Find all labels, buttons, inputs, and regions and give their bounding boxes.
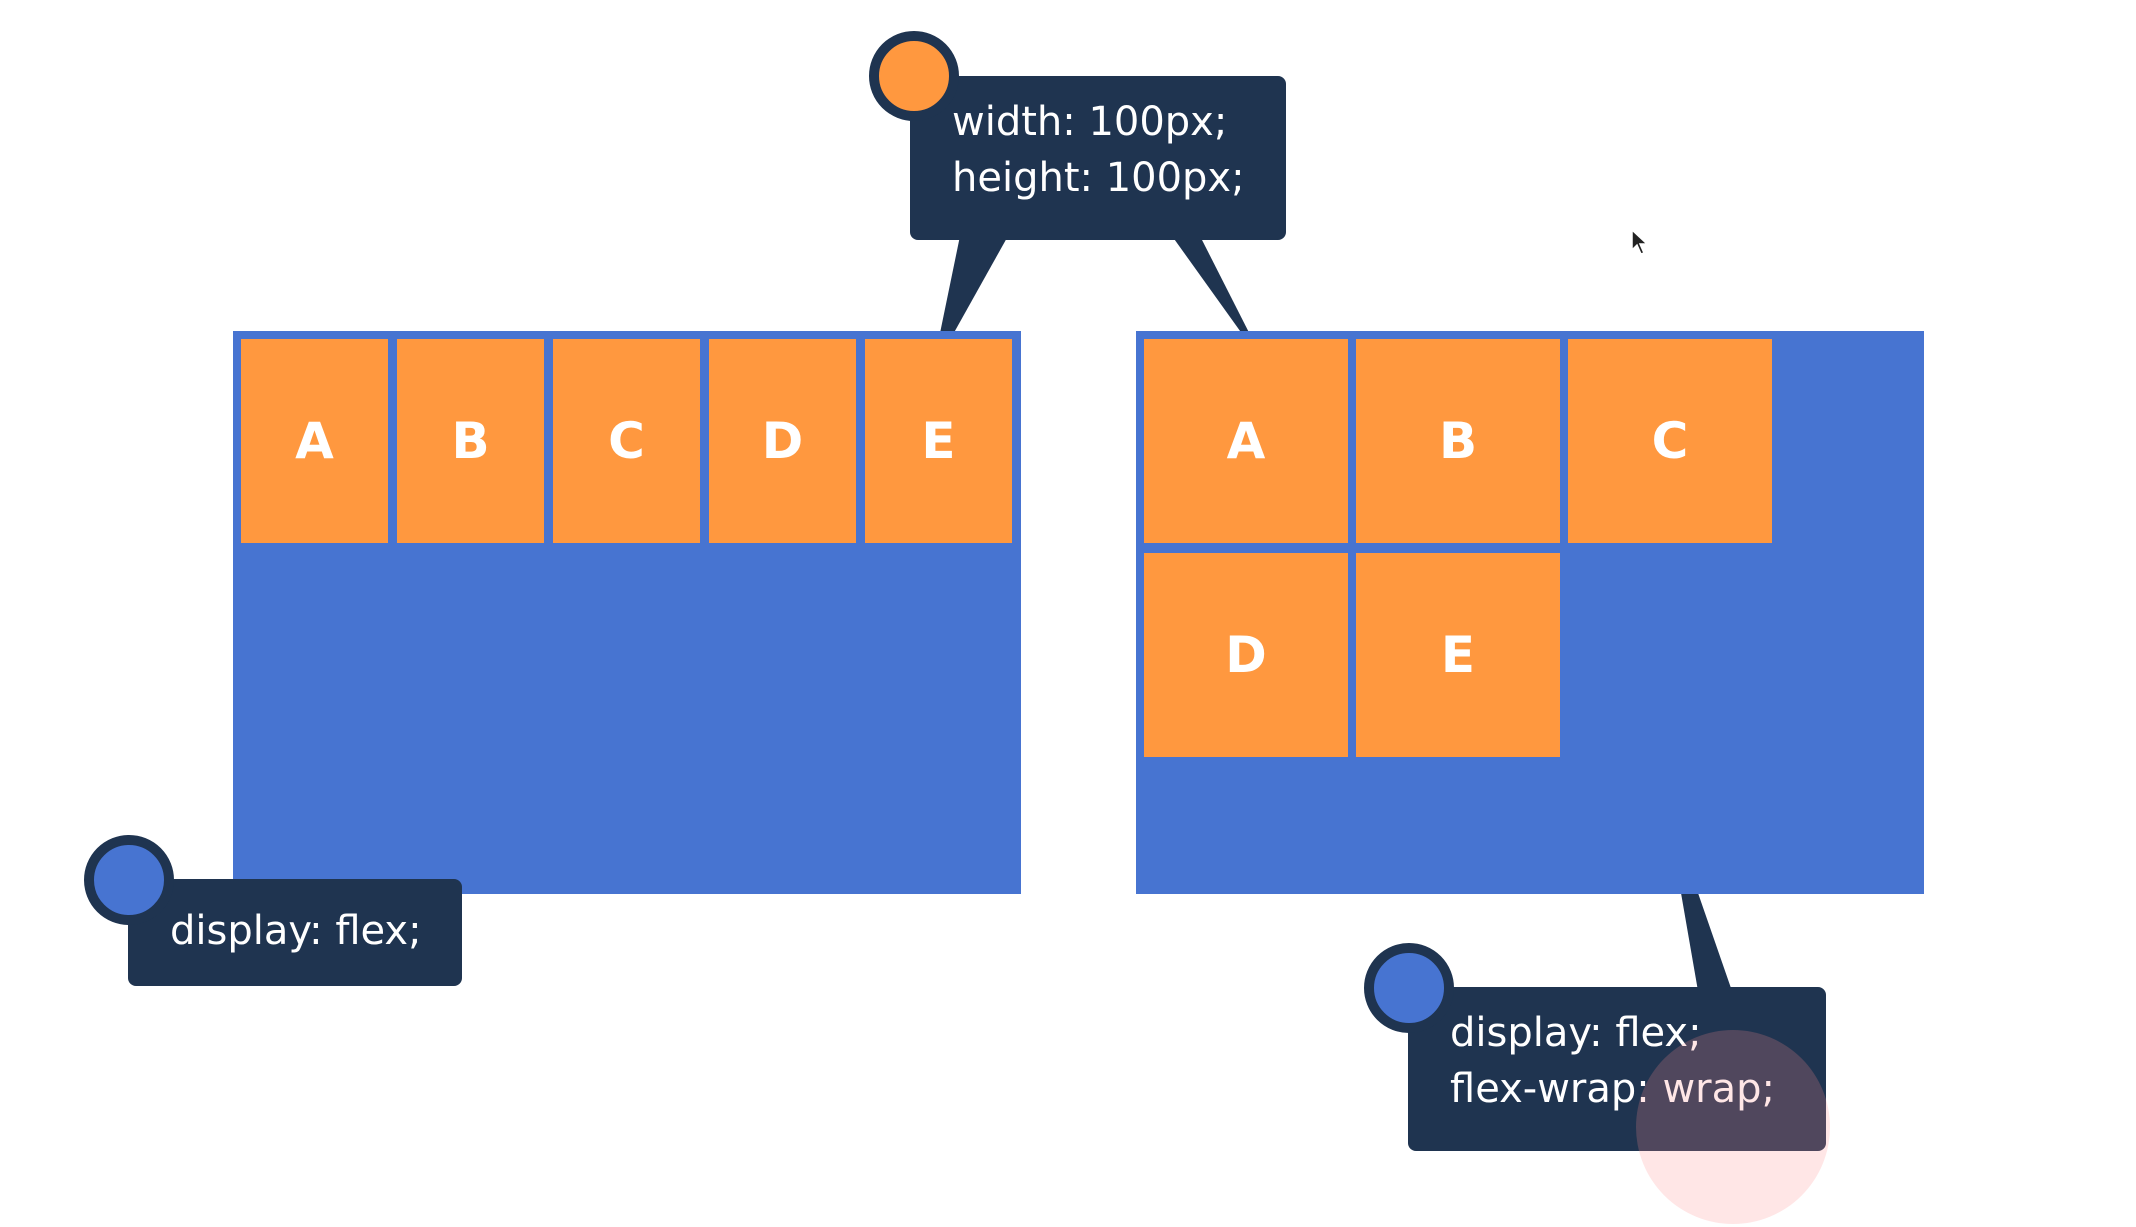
- flex-item-c: C: [553, 339, 700, 543]
- callout-line: flex-wrap: wrap;: [1450, 1066, 1775, 1112]
- callout-line: display: flex;: [170, 908, 422, 954]
- callout-line: width: 100px;: [952, 99, 1228, 145]
- circle-marker-icon: [869, 31, 959, 121]
- flex-item-c: C: [1568, 339, 1772, 543]
- circle-marker-icon: [84, 835, 174, 925]
- callout-item-size: width: 100px; height: 100px;: [910, 76, 1286, 240]
- flex-container-nowrap: A B C D E: [233, 331, 1021, 894]
- flex-item-a: A: [241, 339, 388, 543]
- callout-display-flex: display: flex;: [128, 879, 462, 986]
- mouse-pointer-icon: [1631, 228, 1649, 255]
- circle-marker-icon: [1364, 943, 1454, 1033]
- flex-item-e: E: [1356, 553, 1560, 757]
- callout-line: height: 100px;: [952, 155, 1245, 201]
- flex-item-b: B: [1356, 339, 1560, 543]
- flex-item-d: D: [1144, 553, 1348, 757]
- click-ripple: [1636, 1030, 1830, 1224]
- flex-item-a: A: [1144, 339, 1348, 543]
- callout-flex-wrap: display: flex; flex-wrap: wrap;: [1408, 987, 1826, 1151]
- flex-item-e: E: [865, 339, 1012, 543]
- callout-line: display: flex;: [1450, 1010, 1702, 1056]
- flex-item-b: B: [397, 339, 544, 543]
- flex-container-wrap: A B C D E: [1136, 331, 1924, 894]
- flex-item-d: D: [709, 339, 856, 543]
